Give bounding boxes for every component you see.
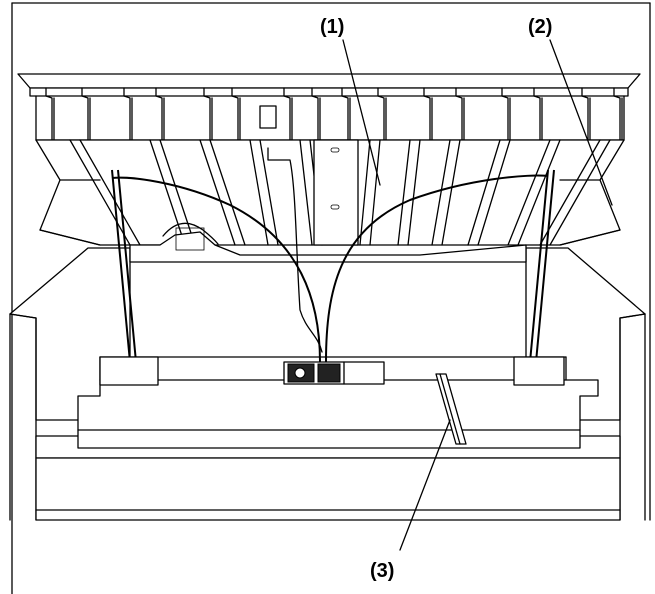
left-strut — [99, 169, 159, 386]
hinge-tabs — [45, 87, 623, 141]
deck-beam — [199, 139, 246, 246]
hinge-tab — [203, 87, 213, 141]
hinge-tab — [45, 87, 55, 141]
right-strut — [513, 169, 565, 386]
rear-frame — [129, 222, 527, 263]
hoses — [111, 105, 549, 363]
hinge-tab — [283, 87, 293, 141]
hinge-tab — [377, 87, 387, 141]
hinge-tab — [231, 87, 241, 141]
hinge-tab — [155, 87, 165, 141]
hinge-tab — [501, 87, 511, 141]
hinge-tab — [581, 87, 591, 141]
hinge-tab — [341, 87, 351, 141]
deck-lip — [17, 73, 641, 141]
hinge-tab — [613, 87, 623, 141]
deck-beam — [359, 139, 381, 246]
deck-beam — [431, 139, 461, 246]
hinge-tab — [423, 87, 433, 141]
deck-beams — [69, 139, 611, 246]
callout-3: (3) — [370, 560, 394, 582]
control-box — [283, 361, 385, 385]
deck-beam — [149, 139, 196, 246]
deck-beam — [69, 139, 141, 246]
leader-lines — [342, 39, 613, 551]
hinge-tab — [533, 87, 543, 141]
frame-border — [11, 2, 651, 594]
hinge-tab — [311, 87, 321, 141]
deck-beam — [507, 139, 561, 246]
callout-1: (1) — [320, 16, 344, 38]
hinge-tab — [455, 87, 465, 141]
cross-beam — [77, 356, 599, 449]
hinge-tab — [123, 87, 133, 141]
deck-beam — [397, 139, 421, 246]
deck-beam — [539, 139, 611, 246]
callout-2: (2) — [528, 16, 552, 38]
hinge-tab — [81, 87, 91, 141]
center-plate — [313, 139, 359, 246]
deck-beam — [467, 139, 511, 246]
